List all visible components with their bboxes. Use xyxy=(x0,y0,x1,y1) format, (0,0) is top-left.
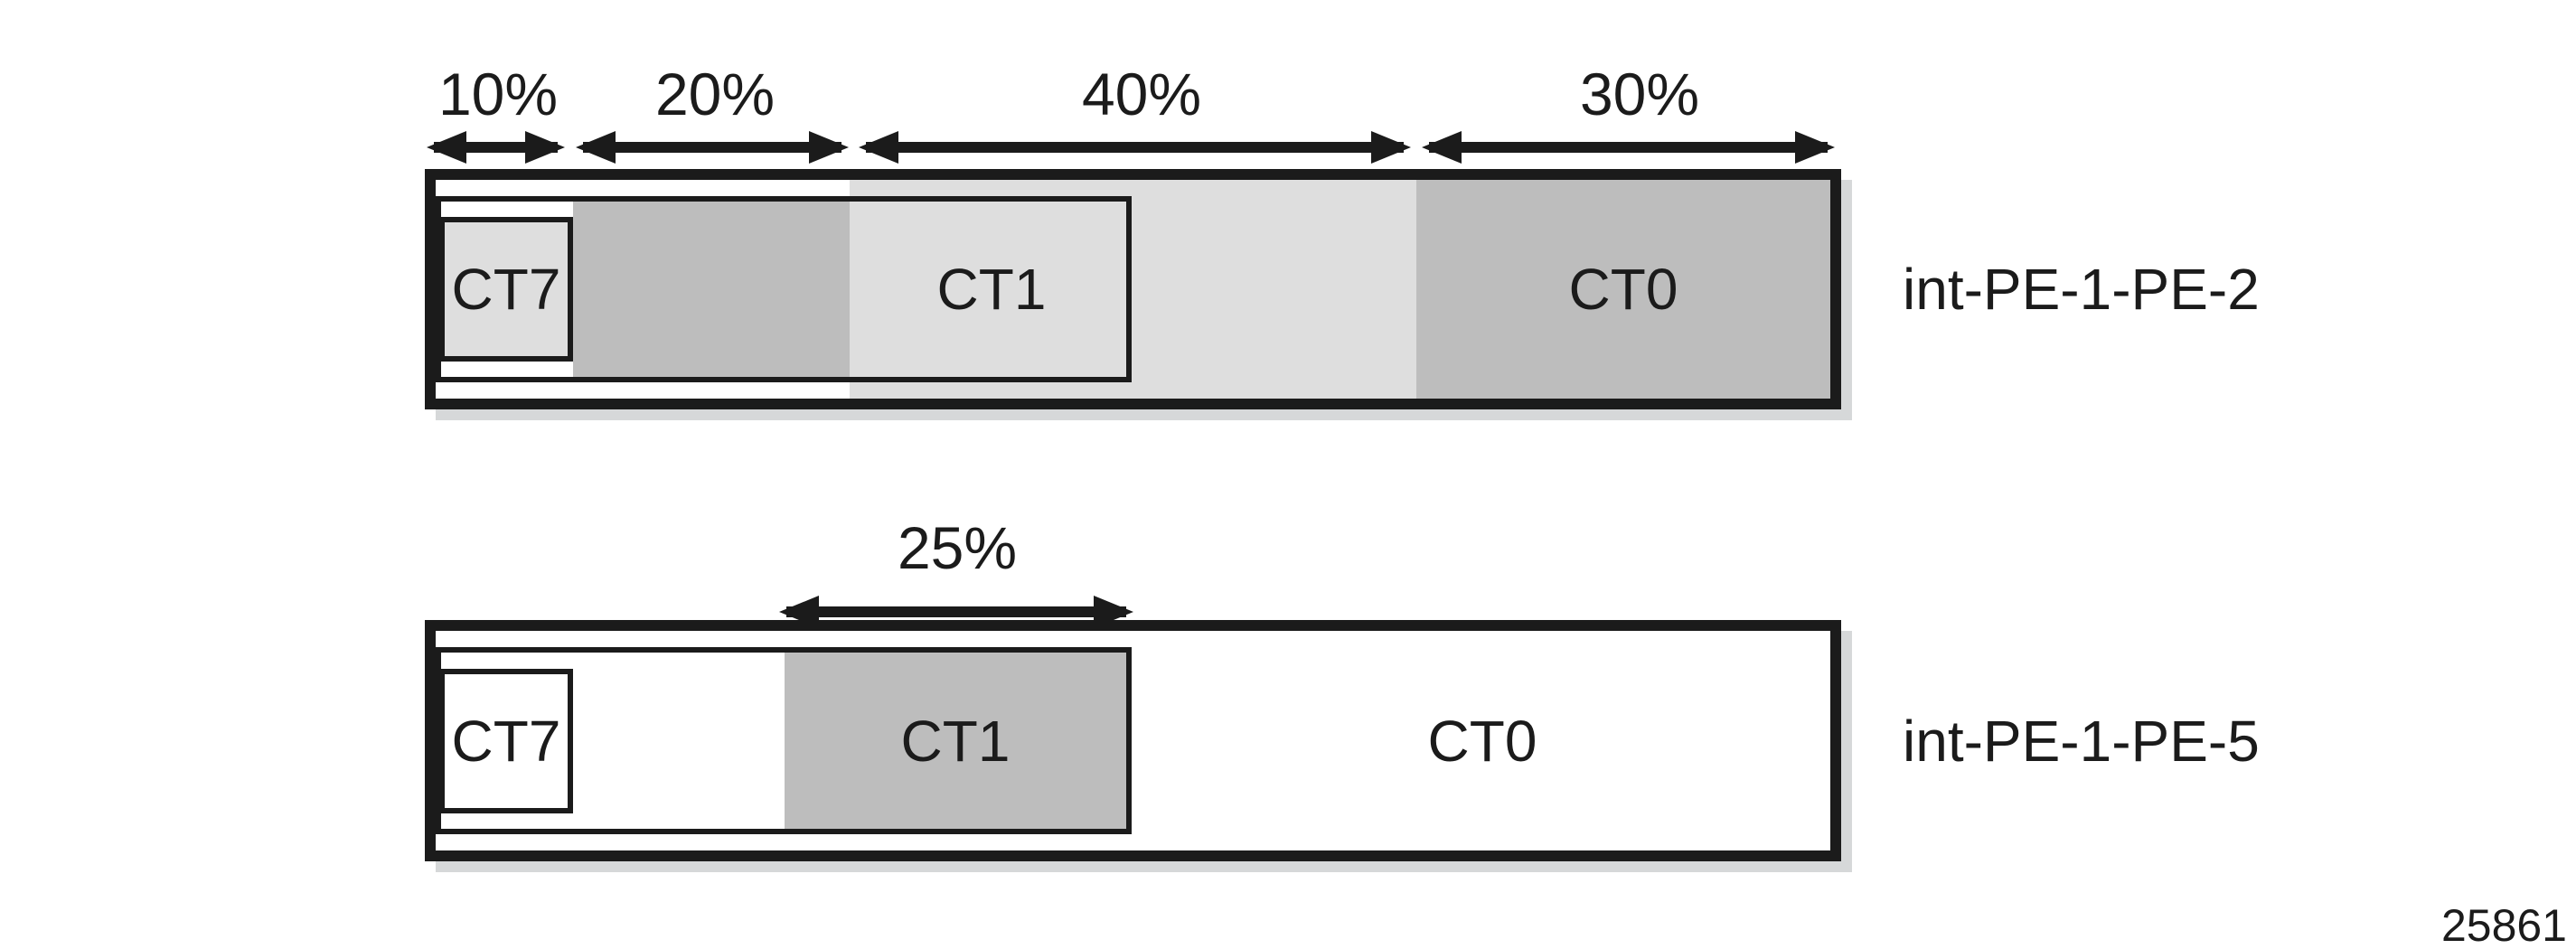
arrow-shaft xyxy=(1429,142,1828,153)
arrowhead-right-icon xyxy=(525,131,565,164)
bar1-ct7-box: CT7 xyxy=(439,217,573,362)
bar1-ct0-label: CT0 xyxy=(1568,257,1678,322)
span-arrow-20-icon xyxy=(576,131,849,164)
bar1-ct1-label: CT1 xyxy=(936,257,1047,322)
arrowhead-right-icon xyxy=(1371,131,1411,164)
bar2-ct7-box: CT7 xyxy=(439,669,573,813)
bar1-segment-20pct-fill xyxy=(573,202,850,377)
bar1-segment-40pct-fill xyxy=(850,180,1416,399)
percent-label-25: 25% xyxy=(897,514,1018,581)
arrow-shaft xyxy=(583,142,841,153)
percent-label-10: 10% xyxy=(437,61,559,127)
bar2-ct0-label: CT0 xyxy=(1427,709,1537,774)
percent-label-20: 20% xyxy=(654,61,776,127)
arrowhead-right-icon xyxy=(809,131,849,164)
span-arrow-40-icon xyxy=(859,131,1411,164)
bar1-segment-30pct-ct0-fill xyxy=(1416,180,1830,399)
bar2-segment-25pct-ct1-fill xyxy=(785,653,1126,829)
bar1-interface-label: int-PE-1-PE-2 xyxy=(1903,257,2260,322)
span-arrow-30-icon xyxy=(1422,131,1835,164)
arrow-shaft xyxy=(866,142,1404,153)
bar2-inner-reservation-rect xyxy=(436,647,1132,834)
bar2-ct1-label: CT1 xyxy=(900,709,1011,774)
arrow-shaft xyxy=(786,606,1126,617)
bar1-inner-reservation-rect xyxy=(436,196,1132,382)
bar2-interface-bar xyxy=(425,620,1841,861)
bar2-interface-label: int-PE-1-PE-5 xyxy=(1903,709,2260,774)
arrowhead-right-icon xyxy=(1795,131,1835,164)
figure-number: 25861 xyxy=(2440,900,2567,949)
percent-label-40: 40% xyxy=(1081,61,1202,127)
span-arrow-10-icon xyxy=(427,131,565,164)
percent-label-30: 30% xyxy=(1579,61,1700,127)
